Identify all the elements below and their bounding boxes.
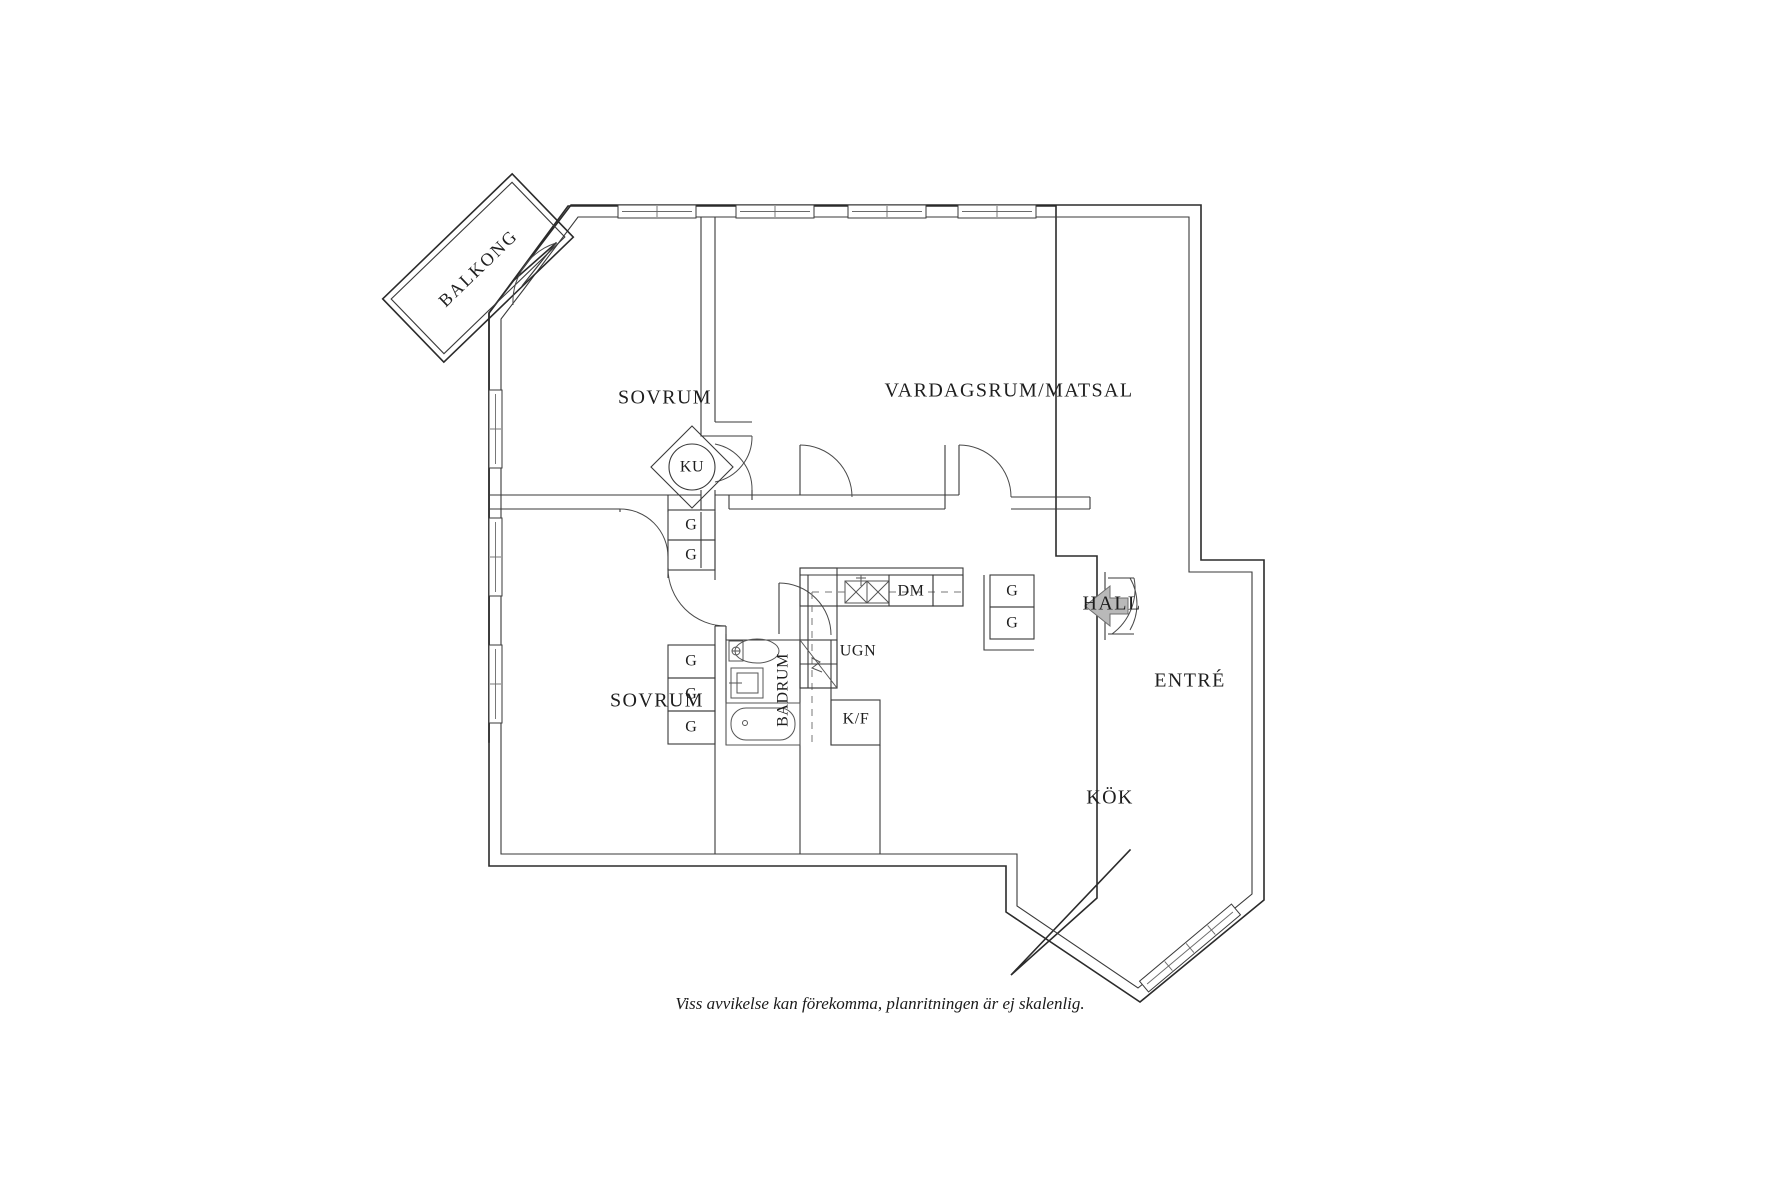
toilet-icon <box>728 638 780 664</box>
closet-label-g: G <box>1006 583 1018 600</box>
fixture-label-ugn: UGN <box>840 643 876 660</box>
entry-direction-arrow <box>1084 584 1129 628</box>
windows-left-wall <box>488 389 503 724</box>
closet-label-g: G <box>685 686 697 703</box>
fixture-label-dm: DM <box>898 583 925 600</box>
sink-icon <box>729 667 764 699</box>
fixture-label-kf: K/F <box>843 711 870 728</box>
kitchen-counter: DM UGN K/F <box>799 567 964 746</box>
room-label-entre: ENTRÉ <box>1154 669 1225 692</box>
room-label-sovrum-1: SOVRUM <box>618 387 712 409</box>
window-top-4 <box>957 204 1037 219</box>
balcony: BALKONG <box>381 172 575 364</box>
kitchen-sink-icon <box>844 575 890 604</box>
fixture-label-ku: KU <box>680 459 704 476</box>
entrance-door <box>1084 572 1138 640</box>
room-labels: SOVRUM VARDAGSRUM/MATSAL SOVRUM HALL ENT… <box>610 380 1225 809</box>
window-top-3 <box>847 204 927 219</box>
window-left-2 <box>488 517 503 597</box>
bathtub-icon <box>725 702 801 746</box>
closet-label-g: G <box>685 719 697 736</box>
room-label-vardagsrum: VARDAGSRUM/MATSAL <box>884 380 1133 402</box>
closet-label-g: G <box>685 653 697 670</box>
window-top-2 <box>735 204 815 219</box>
room-label-badrum: BADRUM <box>775 653 792 727</box>
window-top-1 <box>617 204 697 219</box>
building-outer-walls <box>488 204 1265 1003</box>
interior-walls <box>489 217 1091 855</box>
closet-group-bathroom: G G G <box>667 644 716 745</box>
closet-label-g: G <box>1006 615 1018 632</box>
window-left-1 <box>488 389 503 469</box>
window-left-3 <box>488 644 503 724</box>
closet-group-entre: G G <box>983 574 1035 651</box>
oven-icon <box>799 639 838 689</box>
room-label-kok: KÖK <box>1086 786 1134 809</box>
closet-group-center: G G <box>667 509 716 571</box>
footer-disclaimer: Viss avvikelse kan förekomma, planritnin… <box>675 994 1084 1013</box>
ku-unit: KU <box>650 425 734 509</box>
bathroom-fixtures: BADRUM <box>725 638 801 746</box>
room-label-sovrum-2: SOVRUM <box>610 690 704 712</box>
closet-label-g: G <box>685 517 697 534</box>
window-kitchen-bay <box>1138 903 1242 993</box>
room-label-hall: HALL <box>1083 593 1142 615</box>
closet-label-g: G <box>685 547 697 564</box>
windows-top-wall <box>617 204 1037 219</box>
room-label-balkong: BALKONG <box>434 225 521 310</box>
